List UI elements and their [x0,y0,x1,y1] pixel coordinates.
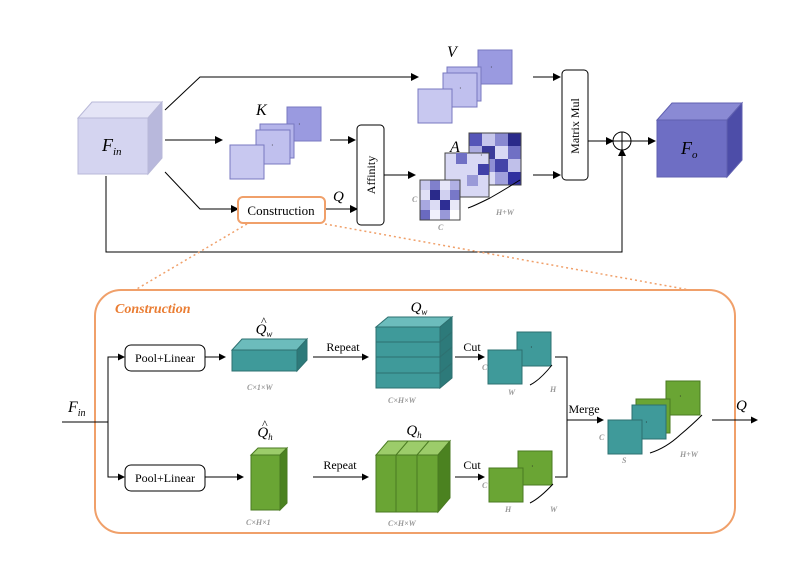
svg-text:·: · [459,84,462,93]
cut-planes-teal: · C W H [482,331,557,397]
svg-text:·: · [645,418,648,427]
input-arrows [105,73,626,253]
svg-text:·: · [490,63,493,72]
cut-label-2: Cut [463,458,481,472]
affinity-matrix-front [419,179,461,221]
cut1-w: W [508,388,516,397]
panel-title: Construction [115,302,191,317]
qw-label: Qw [411,300,428,317]
cut1-c: C [482,363,488,372]
repeat-label-1: Repeat [326,340,360,354]
qw-block: Qw C×H×W [374,300,454,405]
pool-linear-box-2: Pool+Linear [124,464,206,492]
panel-input-label: Fin [67,399,86,419]
dim-cxhxw-1: C×H×W [388,396,417,405]
qh-label: Qh [406,423,422,440]
cut1-h: H [549,385,557,394]
construction-box-label: Construction [247,203,315,218]
a-dim-c1: C [412,195,418,204]
panel-input-arrows [62,353,125,481]
cut2-c: C [482,481,488,490]
construction-box: Construction [237,196,326,224]
affinity-block: Affinity [356,124,385,226]
dim-cxh1: C×H×1 [246,518,271,527]
merge-hw: H+W [679,450,699,459]
svg-text:·: · [298,120,301,129]
qw-hat-slab: Qw ^ C×1×W [230,314,309,392]
a-label: A [449,139,460,156]
merge-c: C [599,433,605,442]
svg-text:·: · [271,141,274,150]
hat-mark-qw: ^ [261,314,267,328]
qh-block: Qh C×H×W [374,423,452,528]
merge-label: Merge [568,402,599,416]
merge-arrows [555,356,604,478]
zoom-connector-lines [134,223,691,291]
cut2-w: W [550,505,558,514]
pool-linear-label-2: Pool+Linear [135,471,195,485]
add-operator-icon [612,131,632,151]
affinity-matrix-mid: · [444,151,490,198]
cut-planes-green: · C H W [482,450,558,514]
k-label: K [255,102,268,119]
dim-cxw: C×1×W [247,383,273,392]
v-label: V [447,44,459,61]
a-dim-hw: H+W [495,208,515,217]
pool-linear-box-1: Pool+Linear [124,344,206,372]
hat-mark-qh: ^ [262,417,268,431]
cut2-h: H [504,505,512,514]
a-dim-c2: C [438,223,444,232]
pool-linear-label-1: Pool+Linear [135,351,195,365]
repeat-label-2: Repeat [323,458,357,472]
a-brace [467,179,521,209]
q-label: Q [333,189,344,205]
merged-stack: · · C S H+W [599,380,703,465]
merge-s: S [622,456,627,465]
cut-label-1: Cut [463,340,481,354]
affinity-matrices: · A C C H+W [412,132,522,232]
svg-text:·: · [679,392,682,401]
panel-output-label: Q [736,398,747,414]
input-cube-fin: Fin [76,100,164,176]
affinity-label: Affinity [364,156,378,194]
input-label: Fin [101,135,122,158]
qw-hat-label: Qw [256,322,273,339]
qh-hat-bar: Qh ^ C×H×1 [246,417,289,527]
svg-text:·: · [531,462,534,471]
matrix-mul-block: Matrix Mul [561,69,589,181]
v-feature-stack: · · V [417,44,513,124]
k-feature-stack: · · K [229,102,322,180]
output-label: Fo [680,138,698,161]
output-cube-fo: Fo [655,101,744,179]
svg-text:·: · [480,151,483,160]
qh-hat-label: Qh [257,425,273,442]
svg-text:·: · [530,343,533,352]
matrix-mul-label: Matrix Mul [568,98,582,154]
dim-cxhxw-2: C×H×W [388,519,417,528]
